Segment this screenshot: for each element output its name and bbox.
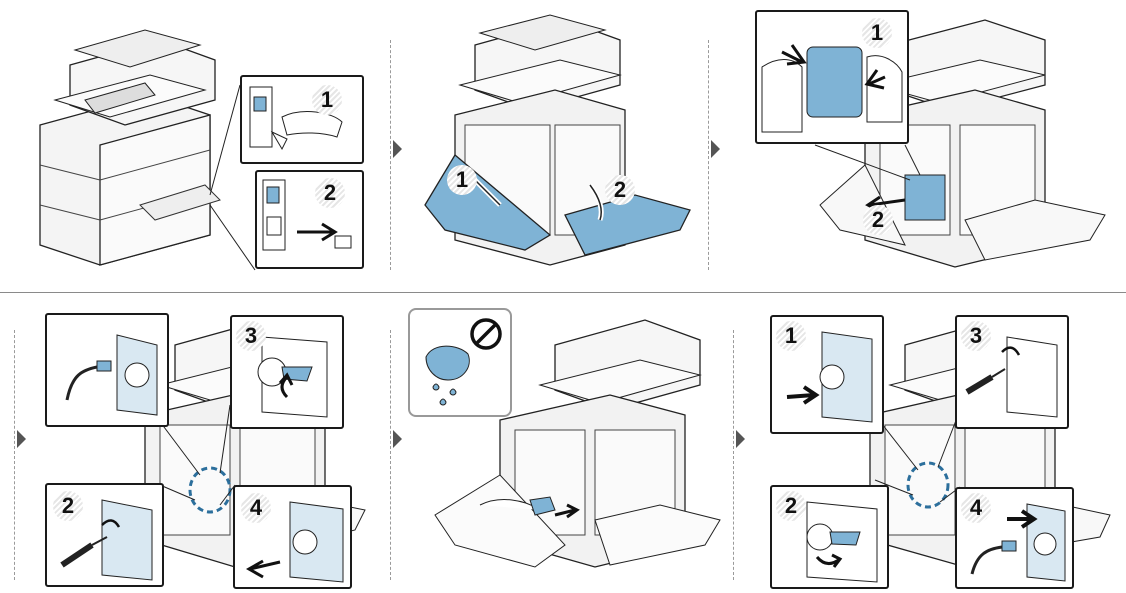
step-number: 1 [312, 85, 342, 115]
step-open-doors: 1 2 [415, 5, 705, 275]
separator [708, 40, 709, 270]
step-number: 2 [776, 491, 806, 521]
inset-lift-lever: 3 [230, 315, 344, 429]
step-remove-transfer-roller: 3 2 4 [35, 305, 375, 588]
step-number: 2 [315, 178, 345, 208]
inset-no-wet-cloth [408, 308, 512, 417]
inset-transfer-cable [45, 313, 169, 427]
power-plug-icon [257, 172, 362, 267]
inset-unscrew: 2 [45, 483, 164, 587]
next-arrow-icon [736, 430, 745, 448]
inset-pull-roller: 4 [233, 485, 352, 589]
step-number: 3 [961, 321, 991, 351]
inset-insert-roller: 1 [770, 315, 884, 434]
inset-lower-lever: 2 [770, 485, 889, 589]
inset-unplug: 2 [255, 170, 364, 269]
step-number: 2 [863, 205, 893, 235]
step-number: 4 [241, 493, 271, 523]
next-arrow-icon [393, 430, 402, 448]
row-divider [0, 292, 1126, 293]
separator [390, 40, 391, 270]
step-number: 2 [605, 175, 635, 205]
step-number: 3 [236, 321, 266, 351]
step-number: 2 [53, 491, 83, 521]
step-remove-waste-toner: 1 2 [745, 5, 1120, 275]
step-power-off: 1 2 [30, 5, 370, 275]
separator [733, 330, 734, 580]
inset-squeeze-container: 1 [755, 10, 909, 144]
step-number: 1 [862, 18, 892, 48]
cable-connector-icon [47, 315, 167, 425]
step-clean-inside [405, 305, 725, 588]
next-arrow-icon [393, 140, 402, 158]
inset-connect-cable: 4 [955, 487, 1074, 589]
inset-tighten-screw: 3 [955, 315, 1069, 429]
separator [14, 330, 15, 580]
power-button-icon [242, 77, 362, 162]
no-symbol-icon [468, 316, 504, 352]
step-install-transfer-roller: 1 3 2 4 [760, 305, 1120, 588]
printer-open-doors-illustration [415, 5, 705, 275]
step-number: 1 [447, 165, 477, 195]
next-arrow-icon [17, 430, 26, 448]
inset-press-power: 1 [240, 75, 364, 164]
step-number: 1 [776, 321, 806, 351]
next-arrow-icon [711, 140, 720, 158]
step-number: 4 [961, 493, 991, 523]
separator [390, 330, 391, 580]
